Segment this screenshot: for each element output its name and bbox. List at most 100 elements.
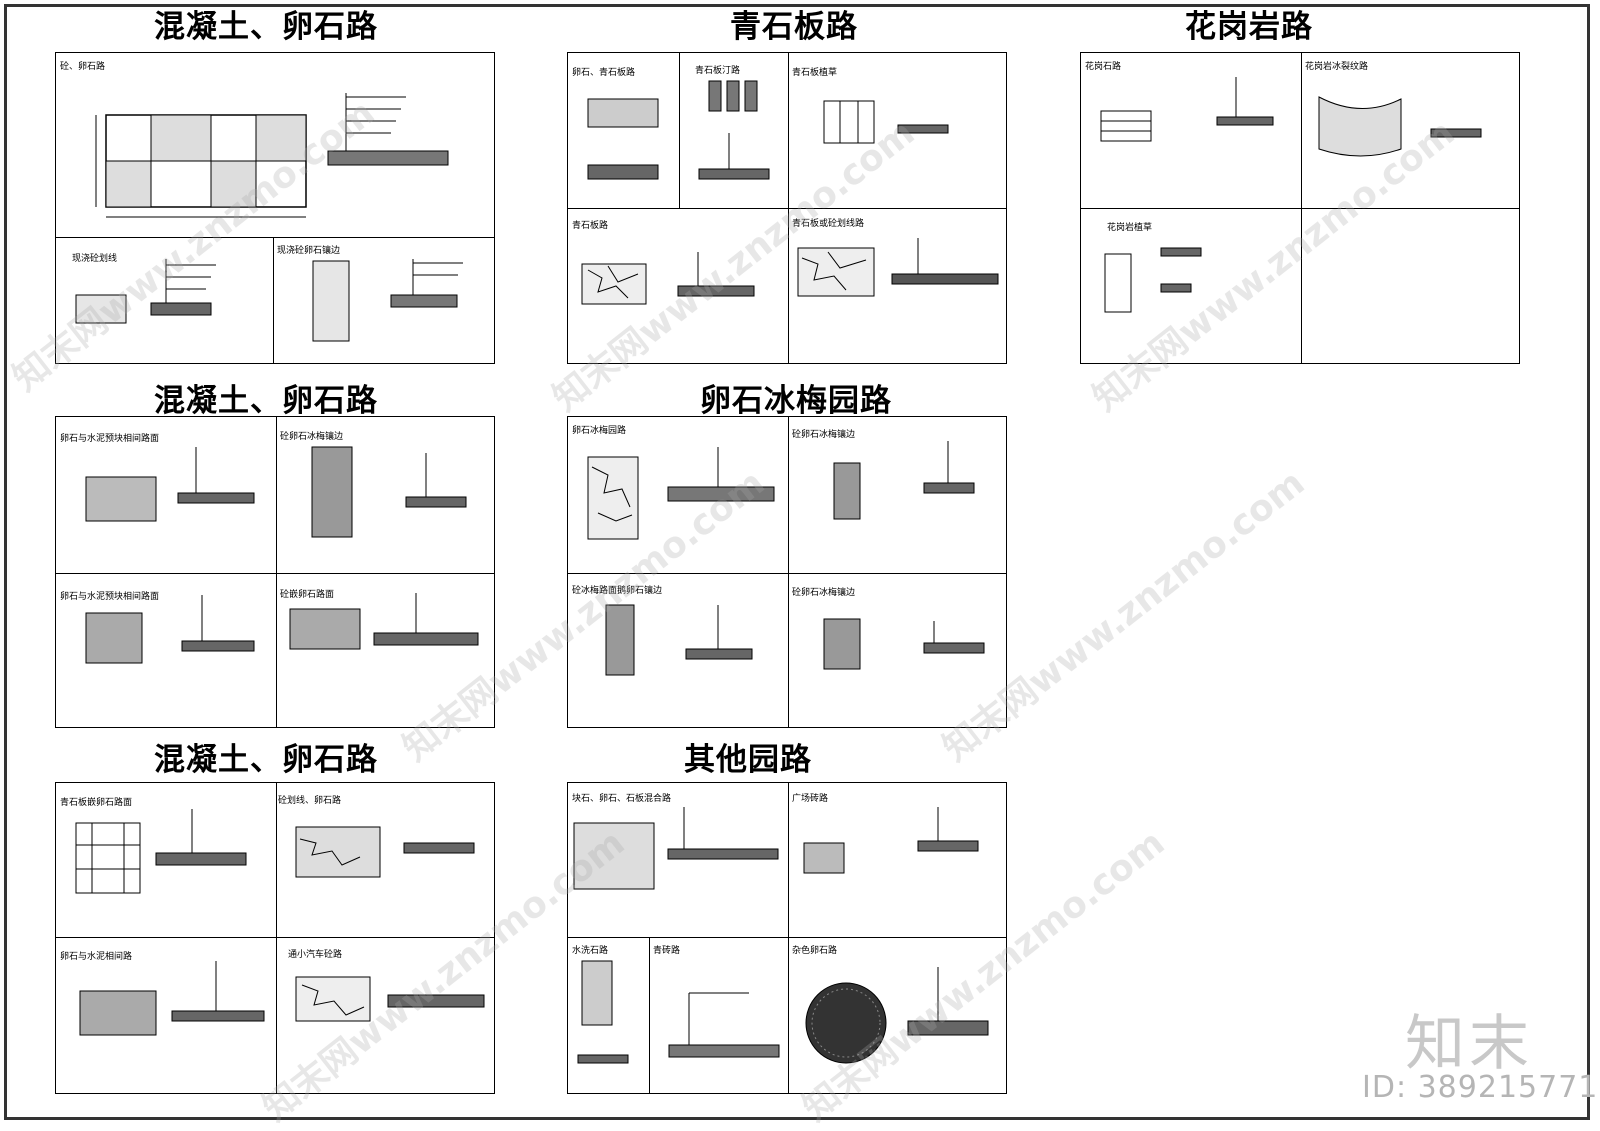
plan-drawing	[587, 447, 775, 540]
detail-label: 卵石、青石板路	[572, 68, 636, 78]
plan-drawing	[823, 100, 949, 144]
plan-drawing	[295, 826, 475, 878]
detail-label: 卵石冰梅园路	[572, 426, 627, 436]
detail-label: 水洗石路	[572, 946, 609, 956]
group-title: 混凝土、卵石路	[154, 9, 378, 45]
plan-drawing	[85, 595, 255, 664]
plan-drawing	[587, 98, 659, 180]
detail-cell: 杂色卵石路	[788, 937, 1005, 1092]
plan-drawing	[805, 967, 989, 1064]
detail-label: 通小汽车砼路	[288, 950, 343, 960]
drawing-sheet: 青石板嵌卵石路面 砼划线、卵石路 卵石与水泥相间路 通小汽车砼路	[55, 782, 495, 1094]
section-drawing	[75, 259, 216, 324]
drawing-sheet: 块石、卵石、石板混合路 广场砖路 水洗石路 青砖路 杂色卵石路	[567, 782, 1007, 1094]
detail-cell: 青石板植草	[788, 53, 1005, 208]
detail-label: 青石板嵌卵石路面	[60, 798, 133, 808]
detail-cell: 通小汽车砼路	[276, 937, 493, 1092]
group-title: 混凝土、卵石路	[154, 742, 378, 778]
section-drawing	[668, 992, 780, 1058]
watermark-id: ID: 389215771	[1362, 1070, 1599, 1105]
drawing-frame	[4, 4, 1590, 1120]
plan-drawing	[75, 809, 247, 894]
detail-cell: 块石、卵石、石板混合路	[568, 783, 788, 937]
detail-label: 现浇砼划线	[72, 254, 118, 264]
watermark-logo: 知末	[1405, 1009, 1533, 1079]
detail-cell: 砼划线、卵石路	[276, 783, 493, 937]
detail-label: 卵石与水泥预块相间路面	[60, 434, 160, 444]
detail-label: 砼、卵石路	[60, 62, 106, 72]
detail-cell: 水洗石路	[568, 937, 649, 1092]
detail-label: 块石、卵石、石板混合路	[572, 794, 672, 804]
plan-drawing	[85, 447, 255, 522]
detail-label: 砼嵌卵石路面	[280, 590, 335, 600]
detail-label: 广场砖路	[792, 794, 829, 804]
group-title: 卵石冰梅园路	[700, 383, 892, 419]
detail-label: 砼冰梅路面鹅卵石镶边	[572, 586, 663, 596]
group-title: 青石板路	[730, 9, 858, 45]
detail-label: 青石板汀路	[695, 66, 741, 76]
drawing-sheet: 砼、卵石路 现浇砼划线 现浇砼卵石镶边	[55, 52, 495, 364]
detail-label: 花岗石路	[1085, 62, 1122, 72]
detail-cell: 卵石与水泥相间路	[56, 937, 276, 1092]
detail-cell: 花岗岩植草	[1081, 208, 1301, 362]
detail-label: 青石板或砼划线路	[792, 219, 865, 229]
plan-drawing	[1318, 96, 1482, 157]
detail-label: 砼卵石冰梅镶边	[792, 430, 856, 440]
detail-cell: 砼嵌卵石路面	[276, 573, 493, 726]
detail-cell: 花岗岩冰裂纹路	[1301, 53, 1518, 208]
plan-drawing	[79, 961, 265, 1036]
detail-cell: 青石板或砼划线路	[788, 208, 1005, 362]
drawing-sheet: 卵石、青石板路 青石板汀路 青石板植草 青石板路 青石板或砼划线路	[567, 52, 1007, 364]
detail-cell: 卵石、青石板路	[568, 53, 679, 208]
detail-label: 砼卵石冰梅镶边	[280, 432, 344, 442]
plan-drawing	[295, 976, 485, 1022]
section-drawing	[833, 441, 975, 520]
detail-label: 青砖路	[653, 946, 681, 956]
plan-drawing	[1100, 77, 1274, 142]
detail-cell: 卵石与水泥预块相间路面	[56, 417, 276, 573]
section-drawing	[312, 259, 463, 342]
section-drawing	[605, 604, 753, 676]
detail-label: 杂色卵石路	[792, 946, 838, 956]
plan-drawing	[95, 93, 449, 218]
plan-drawing	[797, 238, 999, 297]
detail-cell: 青石板路	[568, 208, 788, 362]
detail-cell: 现浇砼划线	[56, 237, 273, 362]
plan-drawing	[698, 80, 770, 180]
detail-cell: 现浇砼卵石镶边	[273, 237, 493, 362]
section-drawing	[311, 446, 467, 538]
detail-cell: 砼卵石冰梅镶边	[788, 417, 1005, 573]
detail-cell: 砼、卵石路	[56, 53, 493, 237]
detail-cell: 卵石与水泥预块相间路面	[56, 573, 276, 726]
plan-drawing	[577, 960, 629, 1064]
detail-cell: 青砖路	[649, 937, 788, 1092]
plan-drawing	[289, 593, 479, 650]
drawing-sheet: 卵石与水泥预块相间路面 砼卵石冰梅镶边 卵石与水泥预块相间路面 砼嵌卵石路面	[55, 416, 495, 728]
detail-cell: 广场砖路	[788, 783, 1005, 937]
detail-label: 青石板植草	[792, 68, 838, 78]
detail-label: 现浇砼卵石镶边	[277, 246, 341, 256]
detail-label: 砼划线、卵石路	[278, 796, 342, 806]
detail-cell: 砼卵石冰梅镶边	[788, 573, 1005, 726]
detail-cell: 砼卵石冰梅镶边	[276, 417, 493, 573]
group-title: 混凝土、卵石路	[154, 383, 378, 419]
plan-drawing	[573, 807, 779, 890]
detail-label: 砼卵石冰梅镶边	[792, 588, 856, 598]
detail-label: 青石板路	[572, 221, 609, 231]
detail-cell: 青石板汀路	[679, 53, 788, 208]
plan-drawing	[803, 807, 979, 874]
detail-label: 花岗岩植草	[1107, 223, 1153, 233]
plan-drawing	[581, 252, 755, 305]
section-drawing	[823, 618, 985, 670]
group-title: 花岗岩路	[1185, 9, 1313, 45]
detail-label: 卵石与水泥预块相间路面	[60, 592, 160, 602]
detail-label: 花岗岩冰裂纹路	[1305, 62, 1369, 72]
drawing-sheet: 卵石冰梅园路 砼卵石冰梅镶边 砼冰梅路面鹅卵石镶边 砼卵石冰梅镶边	[567, 416, 1007, 728]
detail-label: 卵石与水泥相间路	[60, 952, 133, 962]
group-title: 其他园路	[684, 742, 812, 778]
detail-cell: 砼冰梅路面鹅卵石镶边	[568, 573, 788, 726]
detail-cell: 卵石冰梅园路	[568, 417, 788, 573]
detail-cell: 花岗石路	[1081, 53, 1301, 208]
plan-drawing	[1104, 247, 1202, 313]
detail-cell: 青石板嵌卵石路面	[56, 783, 276, 937]
